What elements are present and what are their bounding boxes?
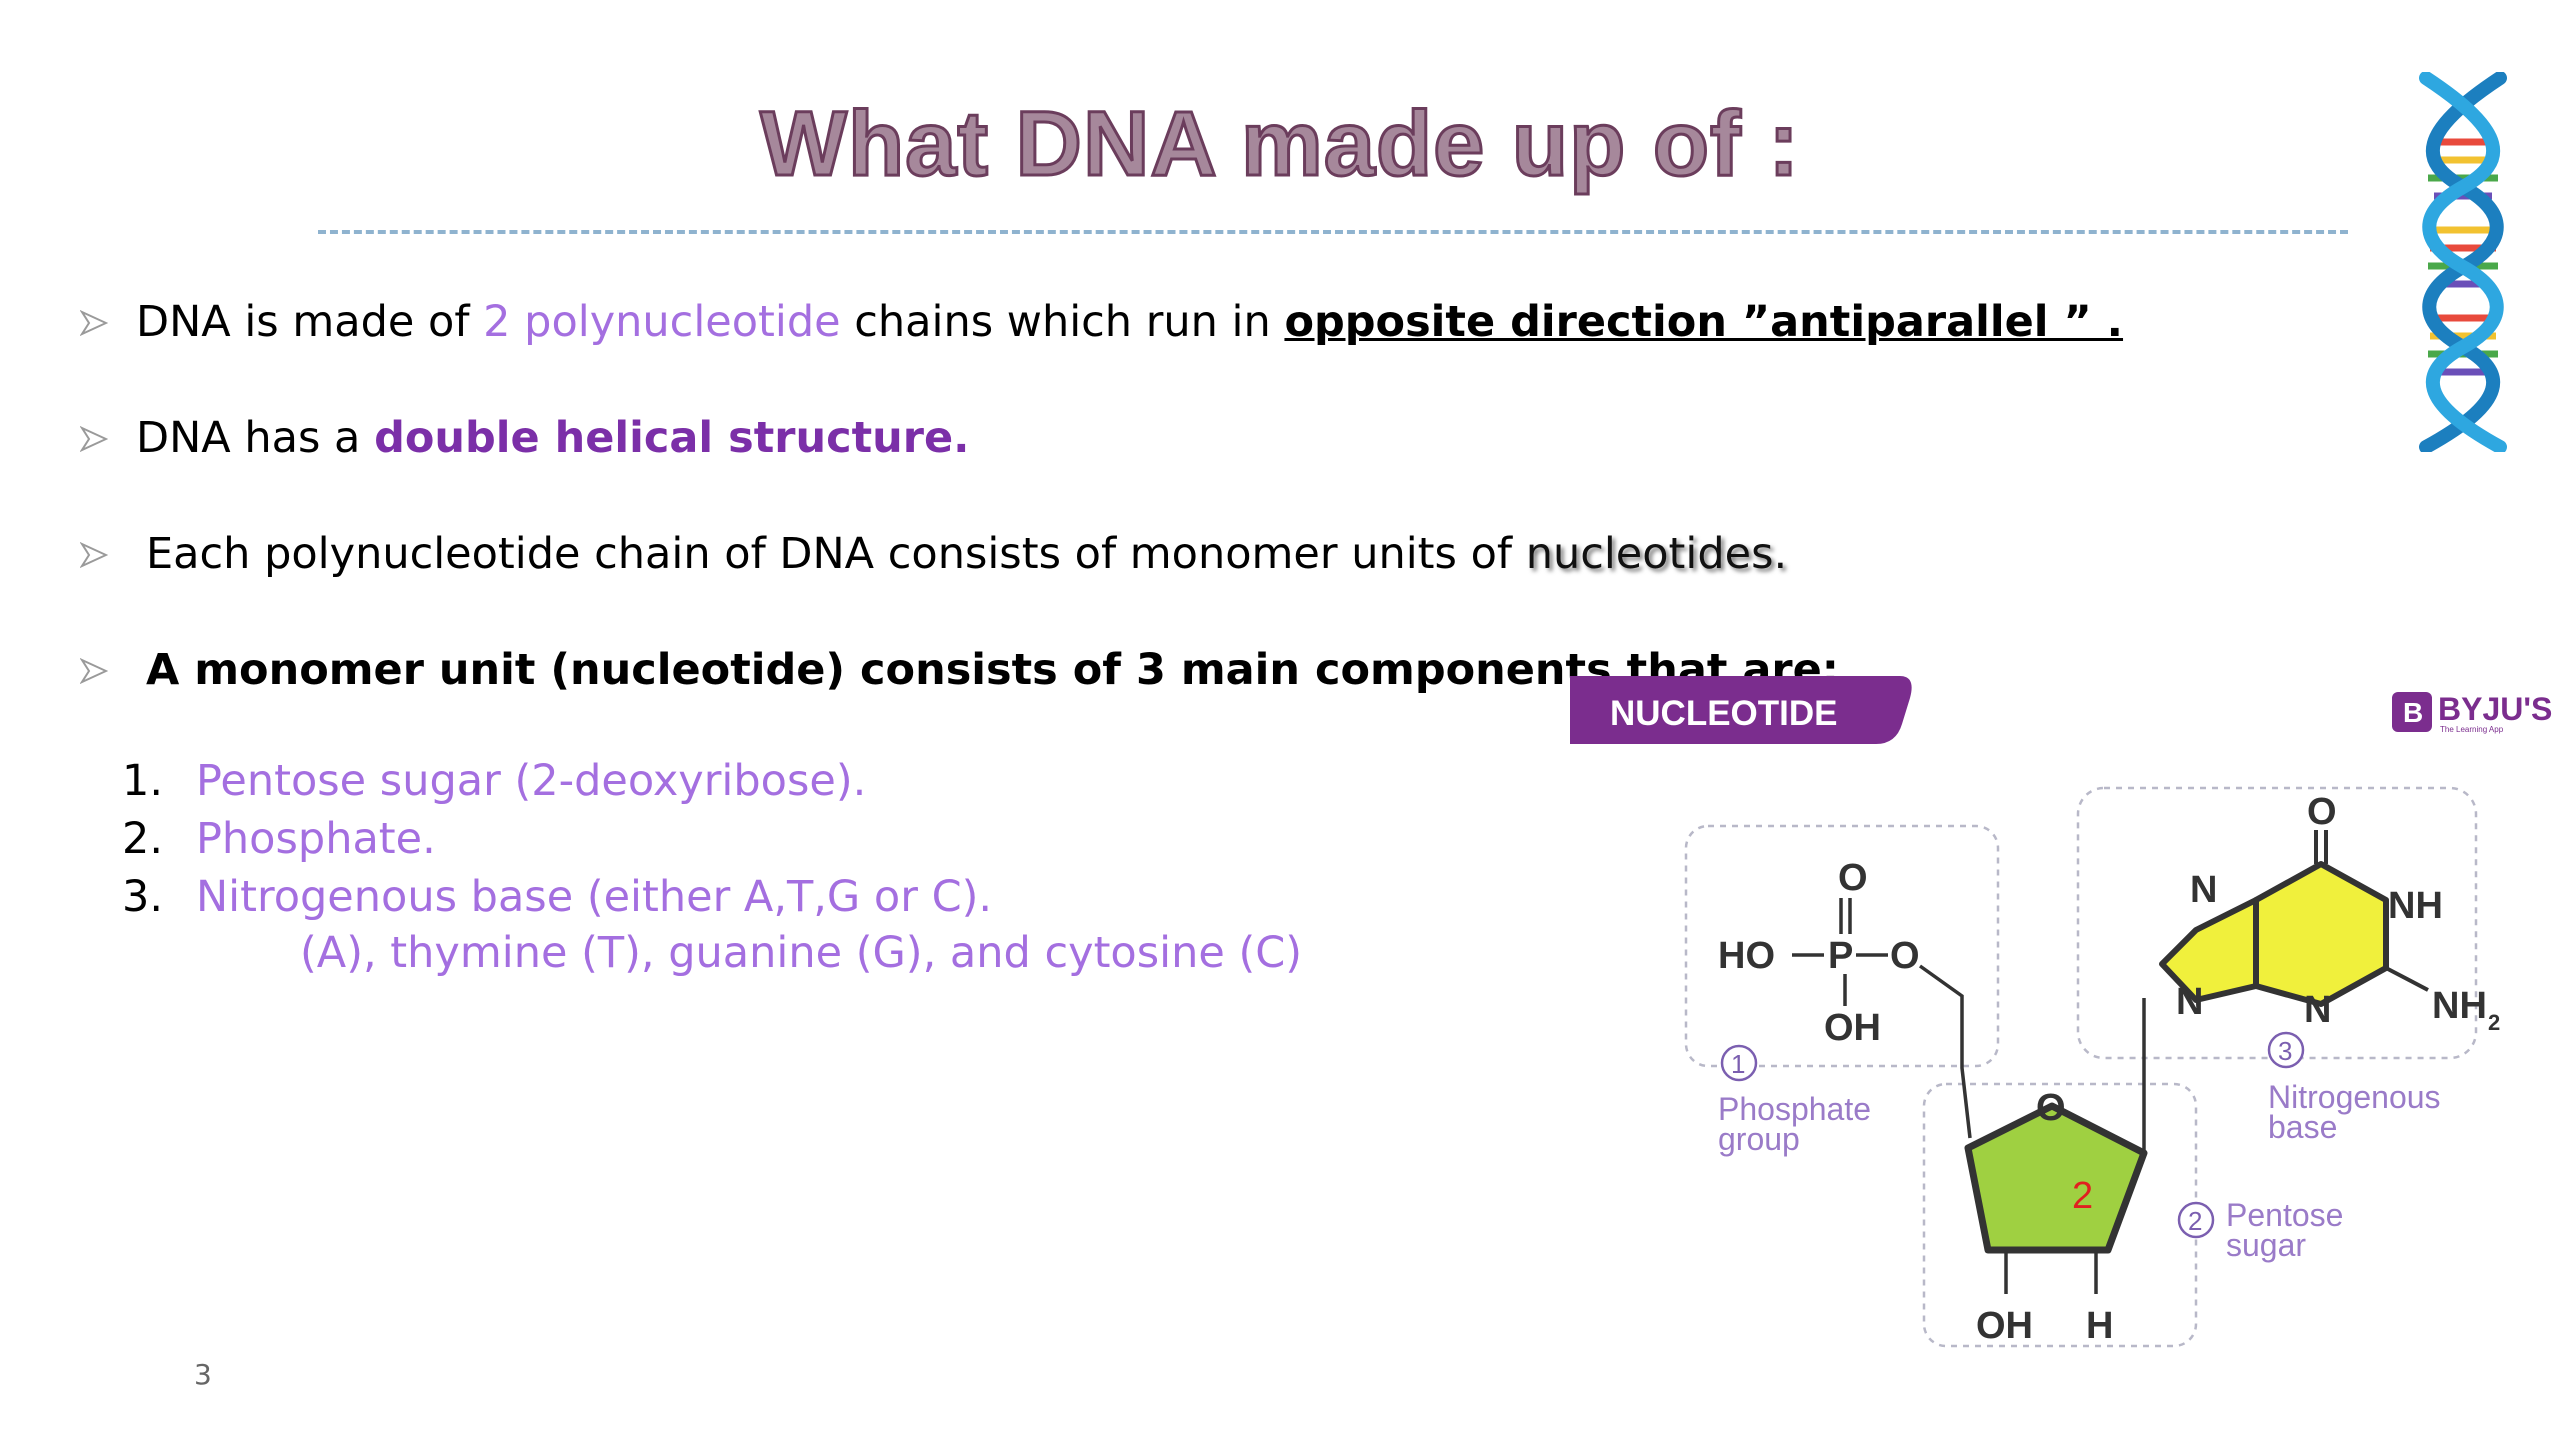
- atom-label: N: [2176, 981, 2203, 1023]
- atom-label: OH: [1824, 1007, 1881, 1049]
- base-ring-six: [2253, 861, 2389, 1007]
- highlight-polynucleotide: 2 polynucleotide: [483, 297, 841, 347]
- carbon-number: 2: [2072, 1175, 2093, 1217]
- atom-label: O: [1838, 857, 1868, 899]
- list-number: 1.: [122, 756, 164, 806]
- bullet-text: DNA has a: [136, 413, 375, 463]
- atom-label: O: [2307, 791, 2337, 833]
- list-number: 2.: [122, 814, 164, 864]
- list-text: Pentose sugar (2-deoxyribose).: [196, 756, 867, 806]
- base-ring-five: [2159, 897, 2259, 1003]
- phosphate-label: Phosphate: [1718, 1091, 1871, 1127]
- base-label: base: [2268, 1109, 2337, 1145]
- bases-line: (A), thymine (T), guanine (G), and cytos…: [300, 928, 1303, 978]
- atom-label: HO: [1718, 935, 1775, 977]
- phosphate-badge: 1: [1731, 1049, 1745, 1079]
- bullet-text: Each polynucleotide chain of DNA consist…: [146, 529, 1526, 579]
- sugar-badge: 2: [2188, 1206, 2202, 1236]
- atom-label: P: [1828, 935, 1853, 977]
- banner-label: NUCLEOTIDE: [1610, 694, 1838, 733]
- base-badge: 3: [2278, 1036, 2292, 1066]
- atom-label: O: [1890, 935, 1920, 977]
- atom-label: H: [2086, 1305, 2113, 1347]
- dna-helix-icon: [2419, 72, 2507, 452]
- title-divider: [318, 230, 2348, 234]
- bullet-text: DNA is made of: [136, 297, 484, 347]
- arrow-bullet-icon: [80, 426, 108, 452]
- list-text: Nitrogenous base (either A,T,G or C).: [196, 872, 993, 922]
- slide-title: What DNA made up of :: [759, 92, 1801, 197]
- bullet-text: chains which run in: [840, 297, 1285, 347]
- atom-subscript: 2: [2488, 1010, 2500, 1035]
- list-text: Phosphate.: [196, 814, 436, 864]
- arrow-bullet-icon: [80, 658, 108, 684]
- atom-label: N: [2190, 869, 2217, 911]
- arrow-bullet-icon: [80, 310, 108, 336]
- base-label: Nitrogenous: [2268, 1079, 2441, 1115]
- sugar-label: Pentose: [2226, 1197, 2343, 1233]
- emphasis-double-helix: double helical structure.: [374, 413, 970, 463]
- list-number: 3.: [122, 872, 164, 922]
- emphasis-nucleotides: nucleotides.: [1525, 529, 1788, 579]
- page-number: 3: [194, 1358, 212, 1391]
- atom-label: OH: [1976, 1305, 2033, 1347]
- sugar-label: sugar: [2226, 1227, 2306, 1263]
- phosphate-label: group: [1718, 1121, 1800, 1157]
- atom-label: NH: [2388, 885, 2443, 927]
- bullet-text: A monomer unit (nucleotide) consists of …: [146, 645, 1839, 695]
- atom-label: N: [2304, 989, 2331, 1031]
- arrow-bullet-icon: [80, 542, 108, 568]
- atom-label: NH: [2432, 985, 2487, 1027]
- brand-name: BYJU'S: [2438, 691, 2552, 727]
- brand-tagline: The Learning App: [2440, 725, 2504, 734]
- nucleotide-banner: [1570, 676, 1912, 744]
- phosphate-box: [1684, 824, 2000, 1068]
- sugar-box: [1922, 1082, 2198, 1348]
- nucleotide-diagram: NUCLEOTIDE B BYJU'S The Learning App O H…: [1570, 676, 2552, 1348]
- svg-text:B: B: [2403, 697, 2423, 728]
- sugar-ring: [1964, 1102, 2148, 1254]
- byjus-logo-icon: B BYJU'S The Learning App: [2392, 691, 2552, 734]
- emphasis-antiparallel: opposite direction ”antiparallel ” .: [1284, 297, 2124, 347]
- atom-label: O: [2036, 1087, 2066, 1129]
